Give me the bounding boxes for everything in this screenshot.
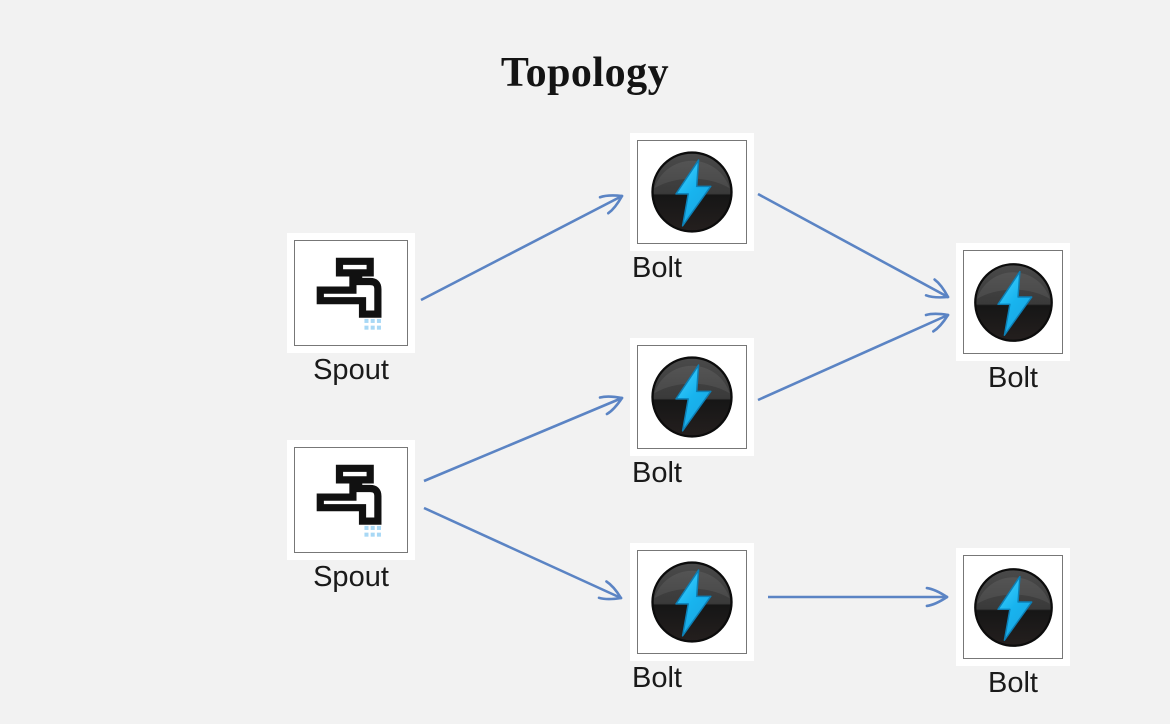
- water-drop-icon: [370, 318, 375, 323]
- water-drop-icon: [376, 325, 381, 330]
- water-drop-icon: [370, 532, 375, 537]
- node-icon-frame: [294, 447, 408, 553]
- node-icon-box[interactable]: [956, 243, 1070, 361]
- edge-line: [423, 506, 622, 600]
- lightning-icon: [651, 561, 733, 643]
- node-bolt-4[interactable]: Bolt: [956, 243, 1070, 394]
- water-drop-icon: [364, 532, 369, 537]
- node-label: Bolt: [988, 362, 1038, 394]
- water-drop-icon: [364, 318, 369, 323]
- arrowhead-barb: [932, 313, 950, 333]
- node-icon-frame: [637, 140, 747, 244]
- node-spout-2[interactable]: Spout: [287, 440, 415, 593]
- water-drop-icon: [376, 318, 381, 323]
- water-drop-icon: [376, 525, 381, 530]
- node-bolt-5[interactable]: Bolt: [956, 548, 1070, 699]
- lightning-icon: [973, 567, 1053, 647]
- arrowhead-barb: [605, 580, 623, 600]
- node-icon-frame: [637, 345, 747, 449]
- edge-edge-bolt2-bolt4: [757, 312, 950, 402]
- arrowhead-barb: [933, 278, 950, 299]
- node-icon-box[interactable]: [956, 548, 1070, 666]
- water-drop-icon: [364, 525, 369, 530]
- node-label: Bolt: [632, 252, 682, 284]
- arrowhead-barb: [924, 294, 950, 299]
- arrowhead-barb: [924, 312, 950, 317]
- edge-line: [423, 396, 623, 483]
- node-icon-frame: [637, 550, 747, 654]
- arrowhead-barb: [598, 395, 624, 400]
- node-icon-frame: [963, 555, 1063, 659]
- node-label: Bolt: [632, 662, 682, 694]
- node-bolt-3[interactable]: Bolt: [630, 543, 754, 694]
- node-icon-box[interactable]: [630, 338, 754, 456]
- arrowhead-barb: [925, 595, 949, 608]
- edge-line: [757, 313, 949, 402]
- node-icon-box[interactable]: [287, 440, 415, 560]
- node-icon-box[interactable]: [287, 233, 415, 353]
- node-bolt-2[interactable]: Bolt: [630, 338, 754, 489]
- edge-edge-bolt1-bolt4: [757, 192, 950, 299]
- edge-edge-bolt3-bolt5: [768, 586, 949, 608]
- arrowhead-barb: [605, 396, 624, 416]
- node-label: Spout: [313, 561, 389, 593]
- faucet-icon: [316, 257, 382, 330]
- water-drop-icon: [370, 525, 375, 530]
- page-title: Topology: [500, 50, 670, 96]
- node-icon-frame: [963, 250, 1063, 354]
- lightning-icon: [651, 151, 733, 233]
- node-label: Bolt: [632, 457, 682, 489]
- node-label: Spout: [313, 354, 389, 386]
- edge-edge-spout2-bolt2: [423, 395, 624, 483]
- lightning-icon: [651, 356, 733, 438]
- edge-edge-spout1-bolt1: [420, 194, 624, 302]
- arrowhead-barb: [606, 194, 624, 215]
- node-spout-1[interactable]: Spout: [287, 233, 415, 386]
- arrowhead-barb: [925, 586, 949, 599]
- edge-line: [420, 194, 623, 302]
- arrowhead-barb: [597, 596, 623, 601]
- node-label: Bolt: [988, 667, 1038, 699]
- node-bolt-1[interactable]: Bolt: [630, 133, 754, 284]
- edge-edge-spout2-bolt3: [423, 506, 623, 601]
- node-icon-box[interactable]: [630, 133, 754, 251]
- node-icon-frame: [294, 240, 408, 346]
- edge-line: [757, 192, 949, 299]
- water-drop-icon: [364, 325, 369, 330]
- lightning-icon: [973, 262, 1053, 342]
- water-drop-icon: [370, 325, 375, 330]
- arrowhead-barb: [598, 194, 624, 199]
- faucet-icon: [316, 464, 382, 537]
- water-drop-icon: [376, 532, 381, 537]
- node-icon-box[interactable]: [630, 543, 754, 661]
